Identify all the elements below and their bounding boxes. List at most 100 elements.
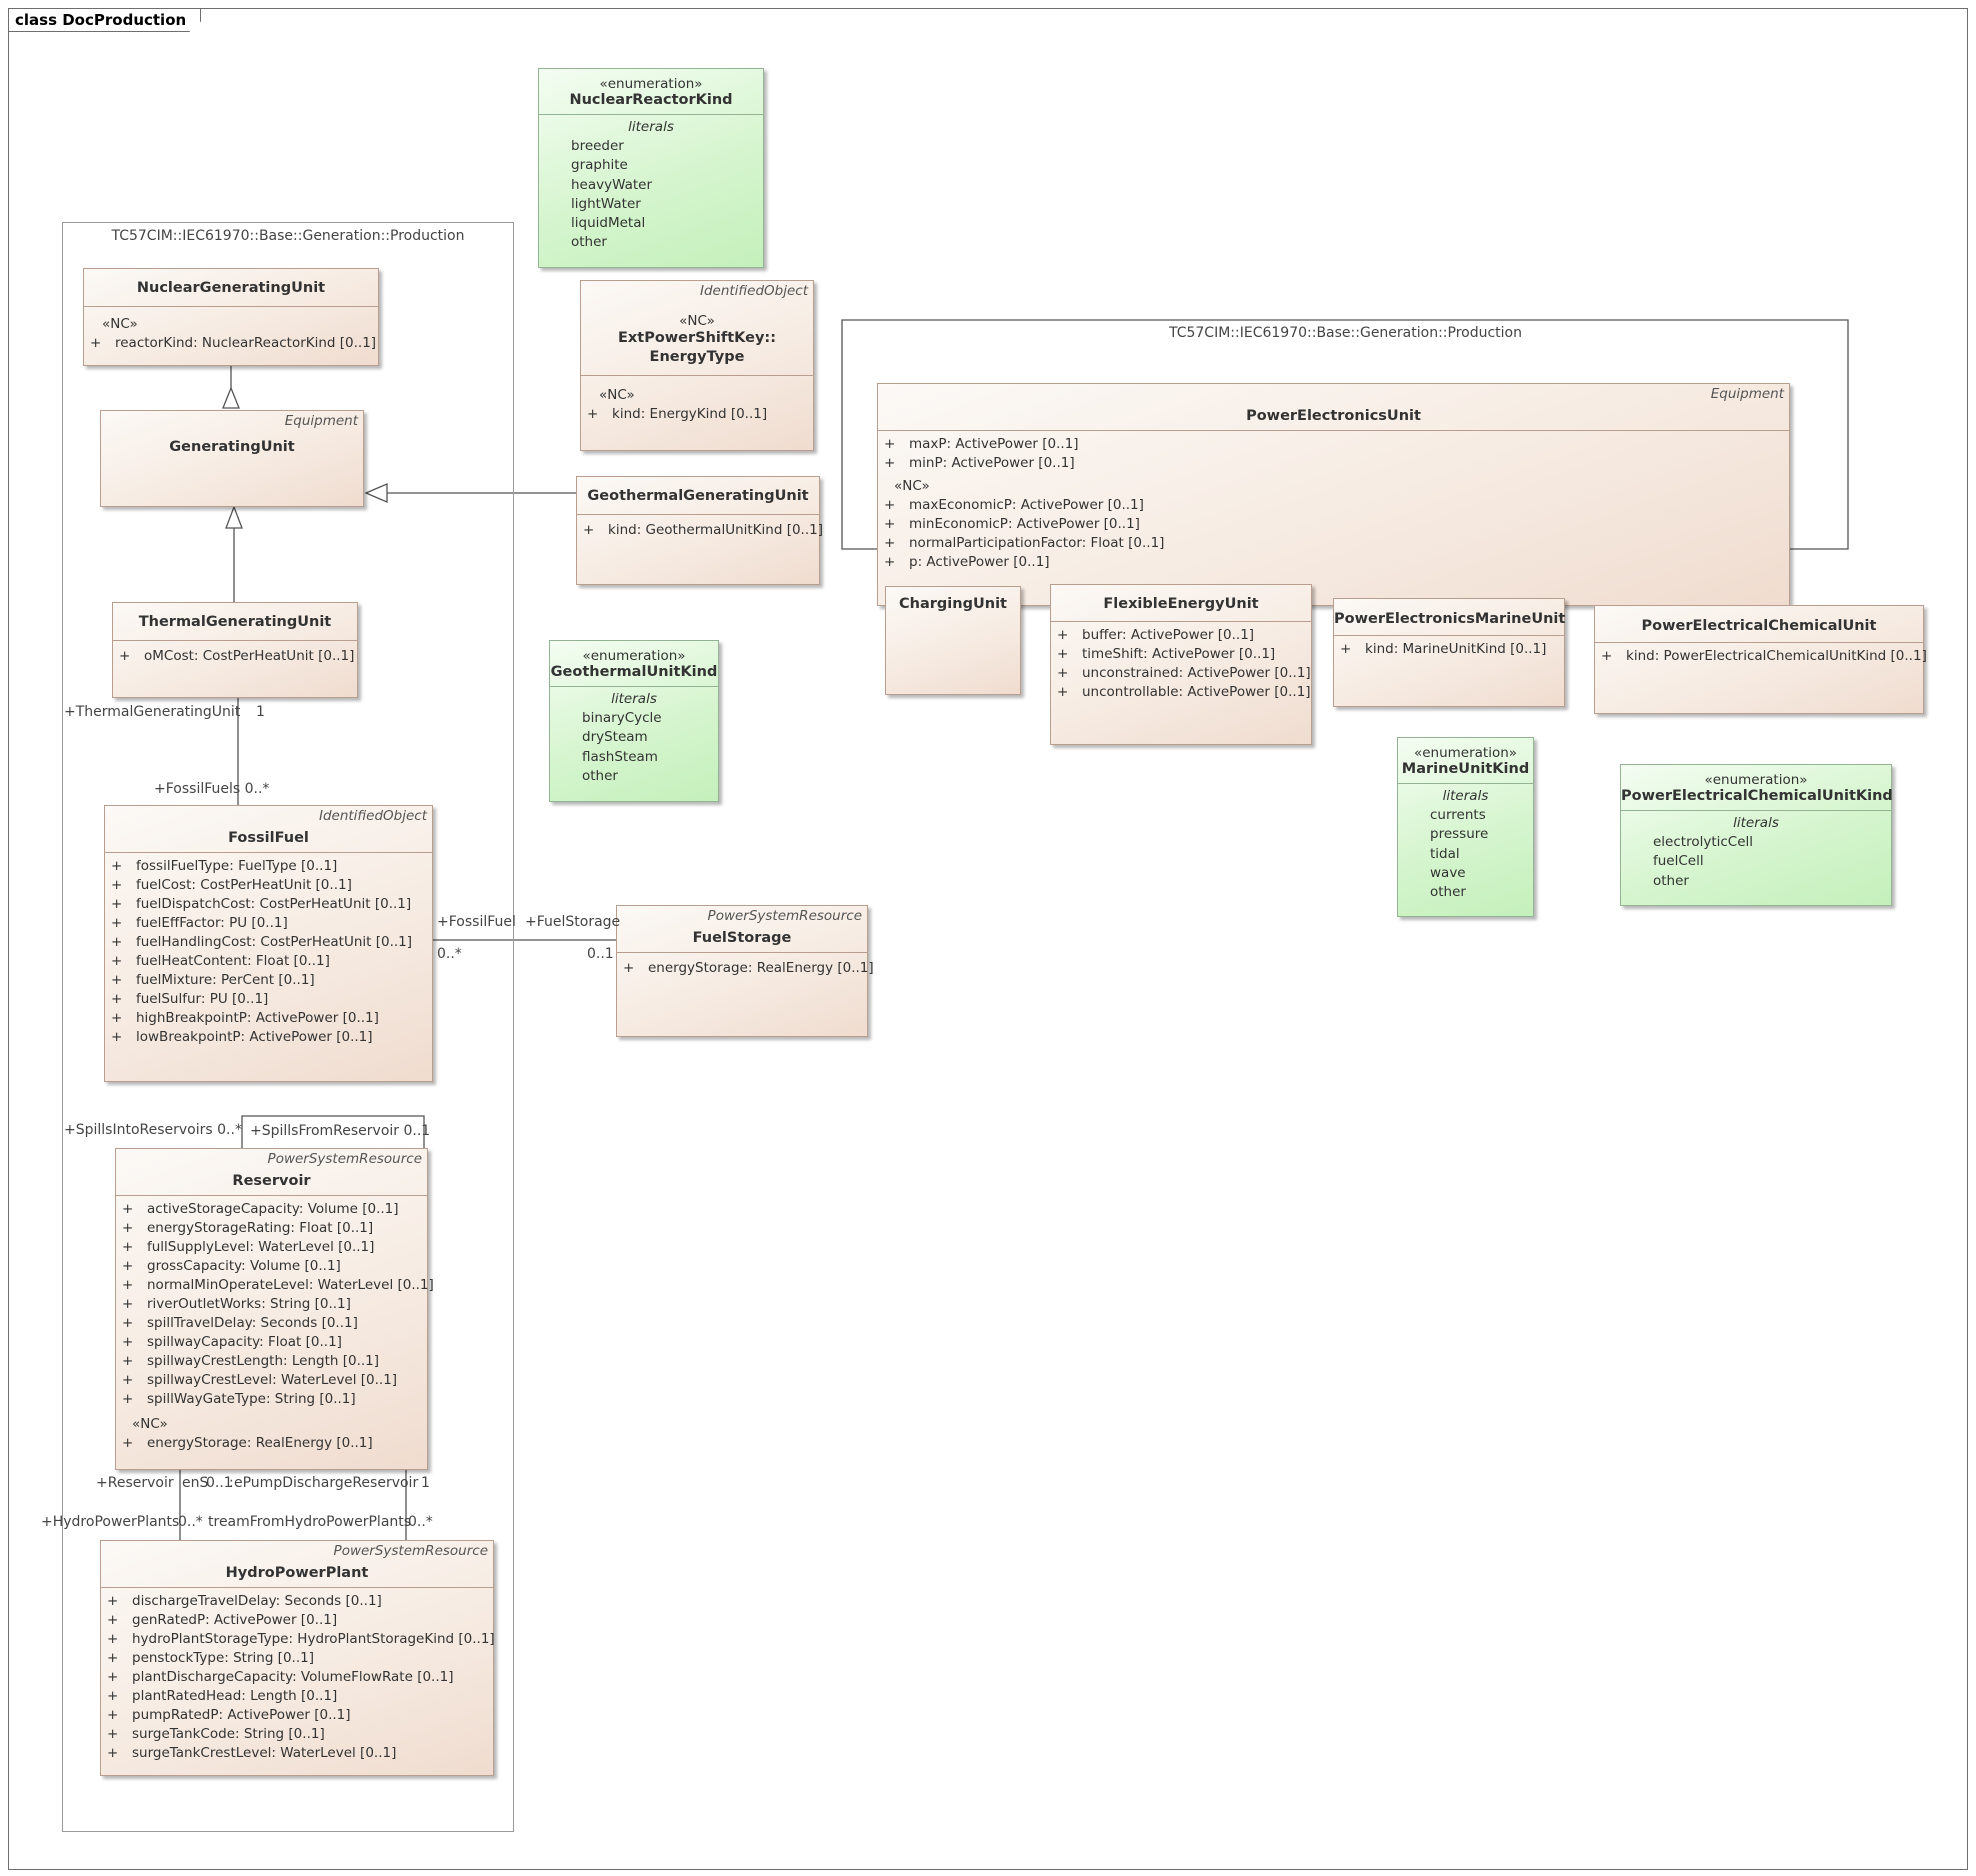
enum-literal: pressure: [1430, 826, 1489, 843]
literals-label: literals: [1733, 815, 1779, 831]
class-flexible-energy-unit[interactable]: FlexibleEnergyUnit +buffer: ActivePower …: [1050, 584, 1312, 745]
attribute-text: activeStorageCapacity: Volume [0..1]: [147, 1201, 399, 1217]
class-generating-unit[interactable]: Equipment GeneratingUnit: [100, 410, 364, 507]
class-fossil-fuel[interactable]: IdentifiedObject FossilFuel +fossilFuelT…: [104, 805, 433, 1082]
class-header: GeothermalGeneratingUnit: [577, 477, 819, 515]
attribute-row: +kind: PowerElectricalChemicalUnitKind […: [1601, 647, 1927, 666]
class-charging-unit[interactable]: ChargingUnit: [885, 586, 1021, 695]
class-nuclear-generating-unit[interactable]: NuclearGeneratingUnit «NC» +reactorKind:…: [83, 268, 379, 366]
class-energy-type[interactable]: IdentifiedObject «NC» ExtPowerShiftKey::…: [580, 280, 814, 451]
class-thermal-generating-unit[interactable]: ThermalGeneratingUnit +oMCost: CostPerHe…: [112, 602, 358, 698]
attribute-row: +minEconomicP: ActivePower [0..1]: [884, 515, 1783, 534]
enum-marine-unit-kind[interactable]: «enumeration» MarineUnitKind literals cu…: [1397, 737, 1534, 917]
mult-fuel-storage: 0..1: [587, 946, 614, 962]
class-name: GeothermalGeneratingUnit: [587, 488, 809, 504]
class-power-electronics-marine-unit[interactable]: PowerElectronicsMarineUnit +kind: Marine…: [1333, 598, 1565, 707]
literals-label: literals: [628, 119, 674, 135]
nc-attributes: +kind: EnergyKind [0..1]: [587, 405, 807, 424]
attributes: +activeStorageCapacity: Volume [0..1]+en…: [122, 1200, 434, 1409]
enum-literal: graphite: [571, 157, 628, 174]
parent-class: PowerSystemResource: [707, 908, 862, 924]
attribute-text: lowBreakpointP: ActivePower [0..1]: [136, 1029, 373, 1045]
attribute-row: +buffer: ActivePower [0..1]: [1057, 626, 1305, 645]
attribute-list: +kind: PowerElectricalChemicalUnitKind […: [1595, 643, 1927, 670]
attribute-list: +dischargeTravelDelay: Seconds [0..1]+ge…: [101, 1588, 495, 1767]
attribute-text: minP: ActivePower [0..1]: [909, 455, 1075, 471]
attribute-text: pumpRatedP: ActivePower [0..1]: [132, 1707, 351, 1723]
class-header: PowerElectronicsMarineUnit: [1334, 599, 1565, 636]
visibility-public: +: [1057, 646, 1069, 662]
visibility-public: +: [884, 516, 896, 532]
package-label: TC57CIM::IEC61970::Base::Generation::Pro…: [111, 228, 465, 244]
stereotype: «enumeration»: [1413, 745, 1518, 761]
inheritance-arrow-thermal: [225, 505, 243, 529]
class-hydro-power-plant[interactable]: PowerSystemResource HydroPowerPlant +dis…: [100, 1540, 495, 1776]
attribute-text: surgeTankCrestLevel: WaterLevel [0..1]: [132, 1745, 397, 1761]
visibility-public: +: [884, 497, 896, 513]
class-name: PowerElectronicsUnit: [1246, 408, 1421, 424]
class-header: IdentifiedObject «NC» ExtPowerShiftKey::…: [581, 281, 813, 376]
class-fuel-storage[interactable]: PowerSystemResource FuelStorage +energyS…: [616, 905, 874, 1037]
attribute-text: fuelEffFactor: PU [0..1]: [136, 915, 288, 931]
attribute-row: +spillwayCrestLevel: WaterLevel [0..1]: [122, 1371, 421, 1390]
stereotype: «NC»: [679, 313, 715, 329]
attribute-row: +maxP: ActivePower [0..1]: [884, 435, 1783, 454]
visibility-public: +: [107, 1593, 119, 1609]
enum-literal: flashSteam: [582, 748, 658, 765]
role-fuel-storage: +FuelStorage: [525, 914, 621, 930]
attribute-list: +kind: GeothermalUnitKind [0..1]: [577, 515, 823, 544]
visibility-public: +: [122, 1258, 134, 1274]
attribute-text: plantRatedHead: Length [0..1]: [132, 1688, 338, 1704]
role-thermal-generating-unit: +ThermalGeneratingUnit: [64, 704, 241, 720]
attribute-text: normalParticipationFactor: Float [0..1]: [909, 535, 1165, 551]
attribute-row: +energyStorage: RealEnergy [0..1]: [623, 959, 874, 978]
attribute-row: +fuelHeatContent: Float [0..1]: [111, 952, 426, 971]
class-power-electrical-chemical-unit[interactable]: PowerElectricalChemicalUnit +kind: Power…: [1594, 605, 1927, 714]
mult-hydro-power-plants: 0..*: [178, 1514, 203, 1530]
class-header: PowerSystemResource Reservoir: [116, 1149, 427, 1196]
class-name: ExtPowerShiftKey:: EnergyType: [618, 330, 776, 365]
attribute-list: +kind: MarineUnitKind [0..1]: [1334, 636, 1564, 663]
visibility-public: +: [111, 877, 123, 893]
visibility-public: +: [111, 953, 123, 969]
attribute-text: normalMinOperateLevel: WaterLevel [0..1]: [147, 1277, 434, 1293]
visibility-public: +: [111, 934, 123, 950]
class-power-electronics-unit[interactable]: Equipment PowerElectronicsUnit +maxP: Ac…: [877, 383, 1790, 606]
attribute-text: fuelMixture: PerCent [0..1]: [136, 972, 315, 988]
attribute-row: +reactorKind: NuclearReactorKind [0..1]: [90, 334, 376, 353]
visibility-public: +: [587, 406, 599, 422]
visibility-public: +: [884, 436, 896, 452]
enum-geothermal-unit-kind[interactable]: «enumeration» GeothermalUnitKind literal…: [549, 640, 719, 802]
class-name: FossilFuel: [228, 830, 309, 846]
attribute-text: penstockType: String [0..1]: [132, 1650, 314, 1666]
enum-power-electrical-chemical-unit-kind[interactable]: «enumeration» PowerElectricalChemicalUni…: [1620, 764, 1893, 906]
visibility-public: +: [111, 1029, 123, 1045]
class-reservoir[interactable]: PowerSystemResource Reservoir + activeSto…: [115, 1148, 434, 1470]
visibility-public: +: [111, 858, 123, 874]
enum-nuclear-reactor-kind[interactable]: «enumeration» NuclearReactorKind literal…: [538, 68, 764, 268]
attribute-row: + surgeTankCode: String [0..1]: [107, 1725, 487, 1744]
enum-literal: wave: [1430, 864, 1466, 881]
class-header: Equipment PowerElectronicsUnit: [878, 384, 1789, 431]
visibility-public: +: [122, 1315, 134, 1331]
enum-literal: fuelCell: [1653, 853, 1704, 870]
attribute-text: spillTravelDelay: Seconds [0..1]: [147, 1315, 358, 1331]
attribute-text: surgeTankCode: String [0..1]: [132, 1726, 325, 1742]
attribute-text: spillwayCrestLength: Length [0..1]: [147, 1353, 380, 1369]
enum-name: PowerElectricalChemicalUnitKind: [1621, 788, 1893, 804]
visibility-public: +: [111, 896, 123, 912]
attribute-text: riverOutletWorks: String [0..1]: [147, 1296, 351, 1312]
class-geothermal-generating-unit[interactable]: GeothermalGeneratingUnit +kind: Geotherm…: [576, 476, 823, 585]
enum-literal: electrolyticCell: [1653, 834, 1754, 850]
enum-literal: tidal: [1430, 845, 1460, 862]
visibility-public: +: [122, 1201, 134, 1217]
visibility-public: +: [107, 1745, 119, 1761]
attribute-row: +spillWayGateType: String [0..1]: [122, 1390, 421, 1409]
class-name: ThermalGeneratingUnit: [138, 614, 332, 630]
attribute-text: dischargeTravelDelay: Seconds [0..1]: [132, 1593, 382, 1609]
visibility-public: +: [107, 1726, 119, 1742]
attribute-text: unconstrained: ActivePower [0..1]: [1082, 665, 1311, 681]
visibility-public: +: [107, 1650, 119, 1666]
attribute-text: oMCost: CostPerHeatUnit [0..1]: [144, 648, 355, 664]
